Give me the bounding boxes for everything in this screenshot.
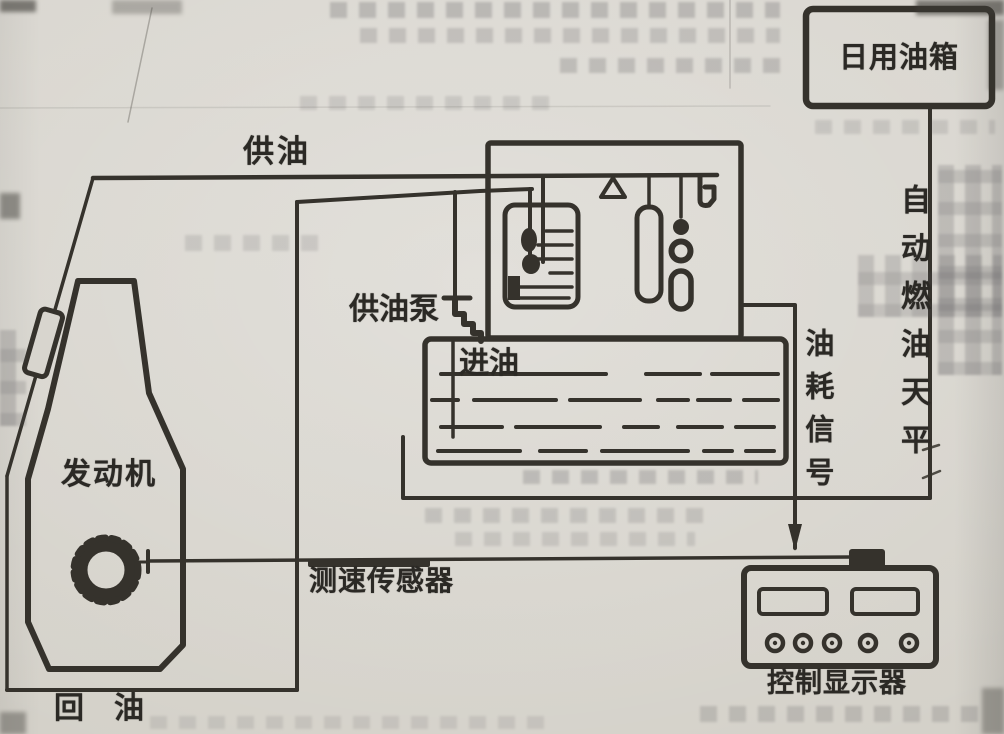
control-display-label: 控制显示器 xyxy=(767,668,907,699)
fuel-beaker xyxy=(502,174,581,310)
daily-fuel-tank-box xyxy=(802,5,996,110)
control-knobs[interactable] xyxy=(764,632,920,654)
engine-label: 发动机 xyxy=(61,457,157,492)
supply-pump-label: 供油泵 xyxy=(349,292,439,327)
daily-tank-label-text: 日用油箱 xyxy=(838,39,959,74)
fuel-level-dashes xyxy=(430,372,780,453)
display-window-right xyxy=(850,587,920,616)
signal-arrowhead xyxy=(788,524,802,551)
scan-artifact-lines xyxy=(0,0,771,123)
weighing-fuel-tank xyxy=(422,336,789,466)
oil-return-label: 回 油 xyxy=(54,691,144,726)
weight-chain xyxy=(668,175,694,312)
counterweight-cylinder xyxy=(634,175,664,304)
inline-sensor xyxy=(22,306,65,380)
fuel-balance-cabinet xyxy=(485,140,744,341)
supply-pump-symbol xyxy=(441,295,484,344)
auto-fuel-balance-label: 自动燃油天平 xyxy=(895,184,930,472)
control-display-box xyxy=(741,565,939,669)
inlet-label: 进油 xyxy=(459,346,519,381)
fuel-consumption-signal-label: 油耗信号 xyxy=(800,328,835,500)
gear-icon xyxy=(70,534,142,606)
display-window-left xyxy=(757,587,829,616)
supply-label: 供油 xyxy=(243,134,311,170)
beam-hook-icon xyxy=(697,174,717,208)
engine-outline xyxy=(25,278,186,672)
speed-sensor-label: 测速传感器 xyxy=(309,564,455,597)
daily-tank-label: 日用油箱 xyxy=(806,9,992,106)
fulcrum-icon xyxy=(599,176,627,199)
piping-lines xyxy=(5,106,942,692)
